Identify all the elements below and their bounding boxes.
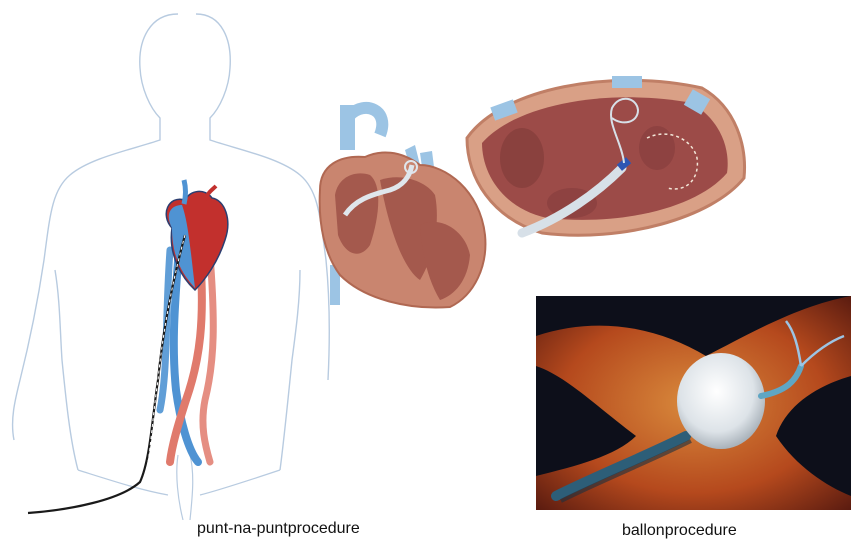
balloon-procedure-image [536,296,851,510]
balloon [677,353,765,449]
human-body-illustration [0,0,330,520]
balloon-procedure-svg [536,296,851,510]
caption-balloon: ballonprocedure [622,522,737,540]
caption-point-to-point: punt-na-puntprocedure [197,520,360,538]
atrium-cutaway-svg [462,68,752,248]
body-outline-svg [0,0,330,520]
atrium-cutaway [462,68,752,248]
